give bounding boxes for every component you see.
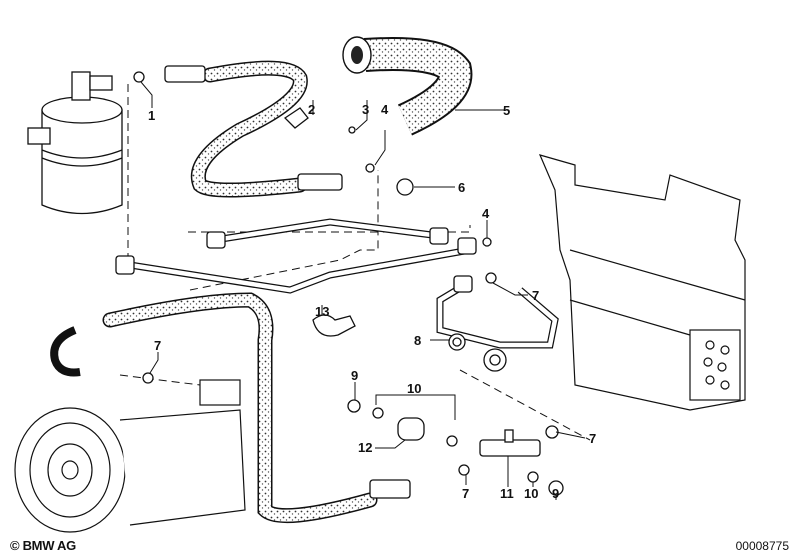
large-hose-part-5 <box>342 36 473 136</box>
callout-7d: 7 <box>462 486 469 501</box>
document-number: 00008775 <box>735 539 789 553</box>
callout-3: 3 <box>362 102 369 117</box>
callout-4b: 4 <box>482 206 490 221</box>
copyright-notice: © BMW AG <box>10 538 76 553</box>
callout-2: 2 <box>308 102 315 117</box>
callout-11: 11 <box>500 486 514 501</box>
callout-8: 8 <box>414 333 421 348</box>
callout-7b: 7 <box>154 338 161 353</box>
callout-10b: 10 <box>524 486 538 501</box>
callout-4a: 4 <box>381 102 389 117</box>
callout-9a: 9 <box>351 368 358 383</box>
leader-lines <box>140 81 586 500</box>
receiver-drier <box>27 71 123 215</box>
callout-7c: 7 <box>589 431 596 446</box>
evaporator-housing <box>538 154 746 411</box>
callout-13: 13 <box>315 304 329 319</box>
flare-nuts <box>115 227 507 372</box>
lower-hose <box>50 292 411 524</box>
callout-6: 6 <box>458 180 465 195</box>
callout-7a: 7 <box>532 288 539 303</box>
callout-12: 12 <box>358 440 372 455</box>
compressor <box>14 379 246 533</box>
callout-5: 5 <box>503 103 510 118</box>
callout-9b: 9 <box>552 486 559 501</box>
small-parts <box>133 71 564 496</box>
callout-labels: 1 2 3 4 5 6 4 7 13 8 7 9 10 12 7 7 11 10… <box>148 102 596 501</box>
callout-1: 1 <box>148 108 155 123</box>
callout-10a: 10 <box>407 381 421 396</box>
upper-hose <box>164 60 343 198</box>
